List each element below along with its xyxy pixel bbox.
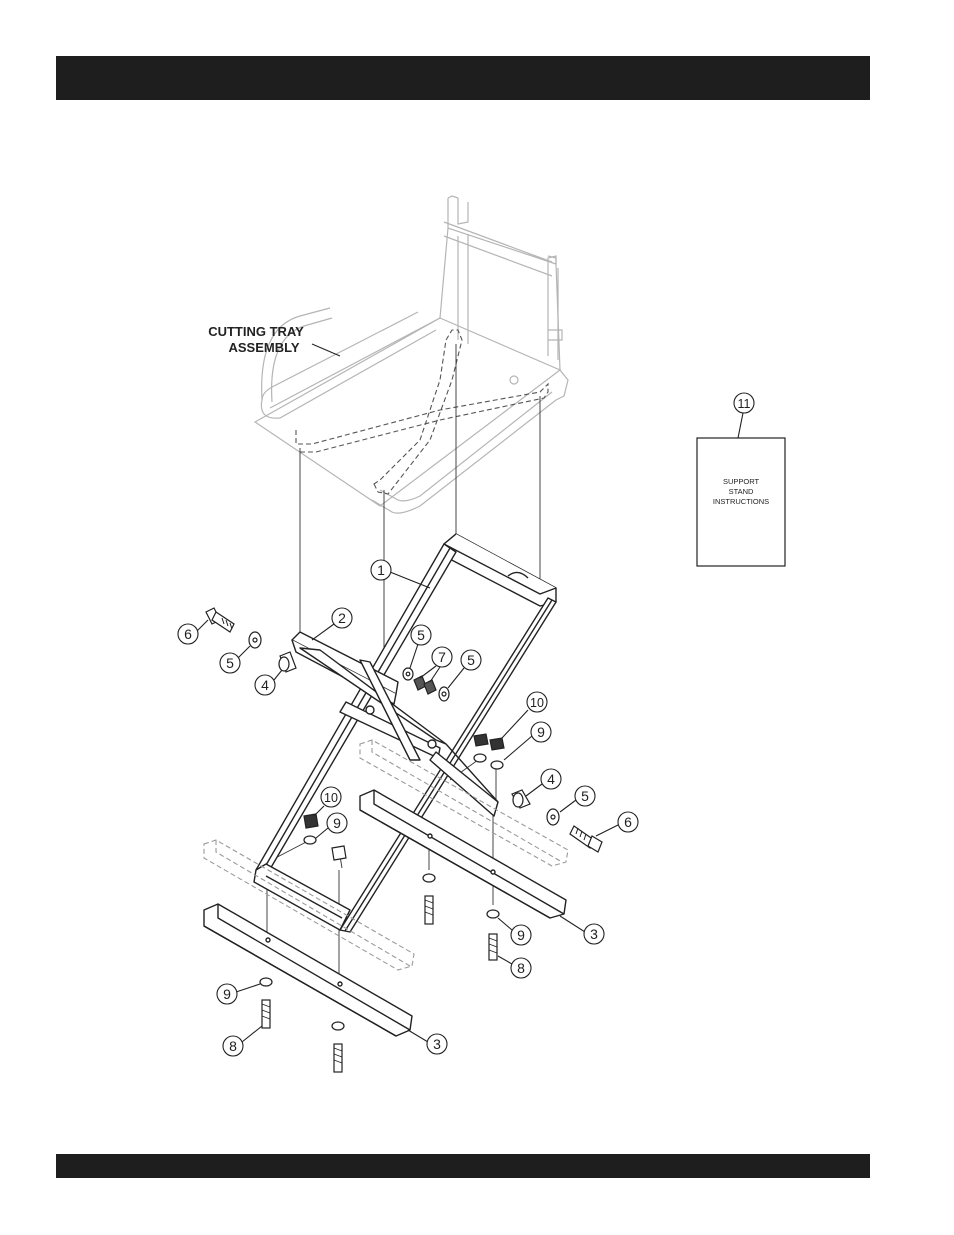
svg-text:10: 10 [530,696,544,710]
svg-text:6: 6 [184,626,192,642]
svg-text:5: 5 [467,652,475,668]
svg-text:9: 9 [223,986,231,1002]
callout-5-mid-right: 5 [448,650,481,688]
callout-9-foot-rear: 9 [498,918,531,945]
nut-mid-2 [424,680,436,694]
bolt-left [206,608,234,632]
callout-5-mid-left: 5 [410,625,431,668]
callout-8-front: 8 [223,1026,262,1056]
cutting-tray-label: CUTTING TRAY ASSEMBLY [208,324,340,356]
svg-text:9: 9 [517,927,525,943]
svg-text:5: 5 [417,627,425,643]
washer-foot-front-2 [332,1022,344,1030]
washer-foot-front-1 [260,978,272,986]
foot-front [204,904,412,1036]
washer-upper-2 [491,761,503,769]
washer-foot-rear-1 [423,874,435,882]
svg-text:9: 9 [537,724,545,740]
manual-line3: INSTRUCTIONS [713,497,769,506]
callout-2: 2 [312,608,352,640]
callout-6-left: 6 [178,620,208,644]
svg-text:3: 3 [590,926,598,942]
svg-text:2: 2 [338,610,346,626]
callout-5-right: 5 [560,786,595,812]
nut-upper-1 [474,734,488,746]
instruction-manual: SUPPORT STAND INSTRUCTIONS [697,438,785,566]
callout-6-right: 6 [596,812,638,836]
washer-upper-1 [474,754,486,762]
svg-text:4: 4 [261,677,269,693]
nut-left-2 [332,846,346,860]
svg-text:5: 5 [581,788,589,804]
washer-left-1 [304,836,316,844]
callout-3-front: 3 [408,1030,447,1054]
nut-upper-2 [490,738,504,750]
callout-9-foot-front: 9 [217,984,260,1004]
svg-text:4: 4 [547,771,555,787]
bolt-right [570,826,602,852]
washer-foot-rear-2 [487,910,499,918]
assembly-label-line2: ASSEMBLY [228,340,299,355]
svg-text:8: 8 [517,960,525,976]
callout-11: 11 [734,393,754,438]
assembly-label-line1: CUTTING TRAY [208,324,304,339]
svg-text:11: 11 [738,397,751,411]
callout-4-left: 4 [255,670,282,695]
svg-text:6: 6 [624,814,632,830]
callout-3-rear: 3 [560,916,604,944]
callout-9-left: 9 [316,813,347,838]
svg-text:10: 10 [324,791,338,805]
svg-text:8: 8 [229,1038,237,1054]
nut-mid-1 [414,676,426,690]
svg-text:1: 1 [377,562,385,578]
callout-5-left: 5 [220,646,250,673]
bolt-foot-rear-2 [489,934,497,960]
callout-8-rear: 8 [498,956,531,978]
svg-text:3: 3 [433,1036,441,1052]
nut-left-1 [304,814,318,828]
callout-4-right: 4 [526,769,561,796]
manual-line2: STAND [729,487,754,496]
svg-text:9: 9 [333,815,341,831]
svg-text:7: 7 [438,649,446,665]
manual-line1: SUPPORT [723,477,760,486]
svg-text:5: 5 [226,655,234,671]
callout-10-left: 10 [314,787,341,816]
callout-7: 7 [420,647,452,682]
cutting-tray-assembly [255,196,568,513]
